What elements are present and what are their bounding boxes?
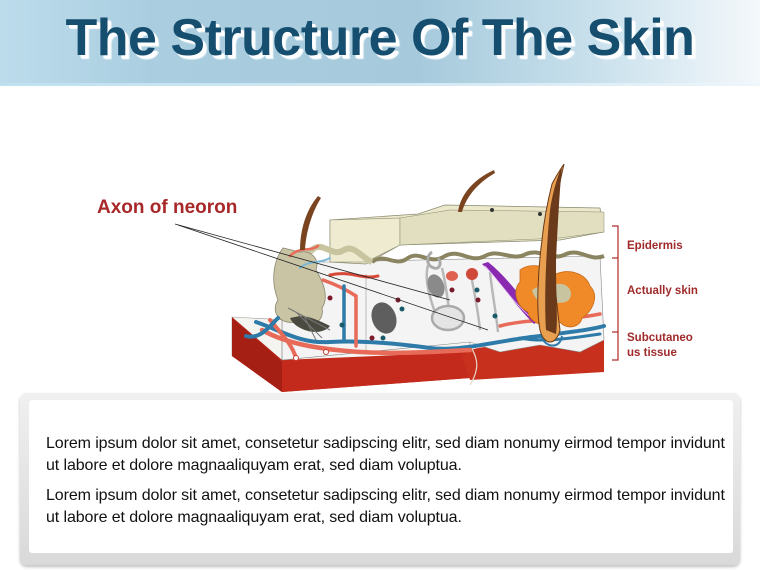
- description-paragraph: Lorem ipsum dolor sit amet, consetetur s…: [46, 487, 725, 526]
- blood-vessels: [244, 244, 606, 361]
- hair-follicle: [515, 163, 595, 347]
- layer-label-subcutaneous-line2: us tissue: [627, 347, 677, 359]
- layer-label-actually-skin: Actually skin: [627, 285, 698, 297]
- description-paragraph: Lorem ipsum dolor sit amet, consetetur s…: [46, 435, 725, 474]
- layer-label-epidermis: Epidermis: [627, 240, 683, 252]
- description-box: Lorem ipsum dolor sit amet, consetetur s…: [20, 393, 740, 565]
- axon-label: Axon of neoron: [97, 197, 238, 218]
- layer-label-subcutaneous: Subcutaneo us tissue: [627, 331, 717, 361]
- skin-structure-illustration: [174, 163, 619, 392]
- corpuscles: [327, 268, 530, 341]
- sebaceous-gland: [273, 247, 331, 341]
- hairs: [300, 170, 495, 250]
- axon-pointer-lines: [174, 223, 489, 331]
- layer-label-subcutaneous-line1: Subcutaneo: [627, 332, 693, 344]
- title-banner: The Structure Of The Skin: [0, 0, 760, 86]
- page-title: The Structure Of The Skin: [65, 9, 695, 67]
- description-box-content: Lorem ipsum dolor sit amet, consetetur s…: [29, 400, 733, 553]
- layer-bracket: [612, 225, 619, 361]
